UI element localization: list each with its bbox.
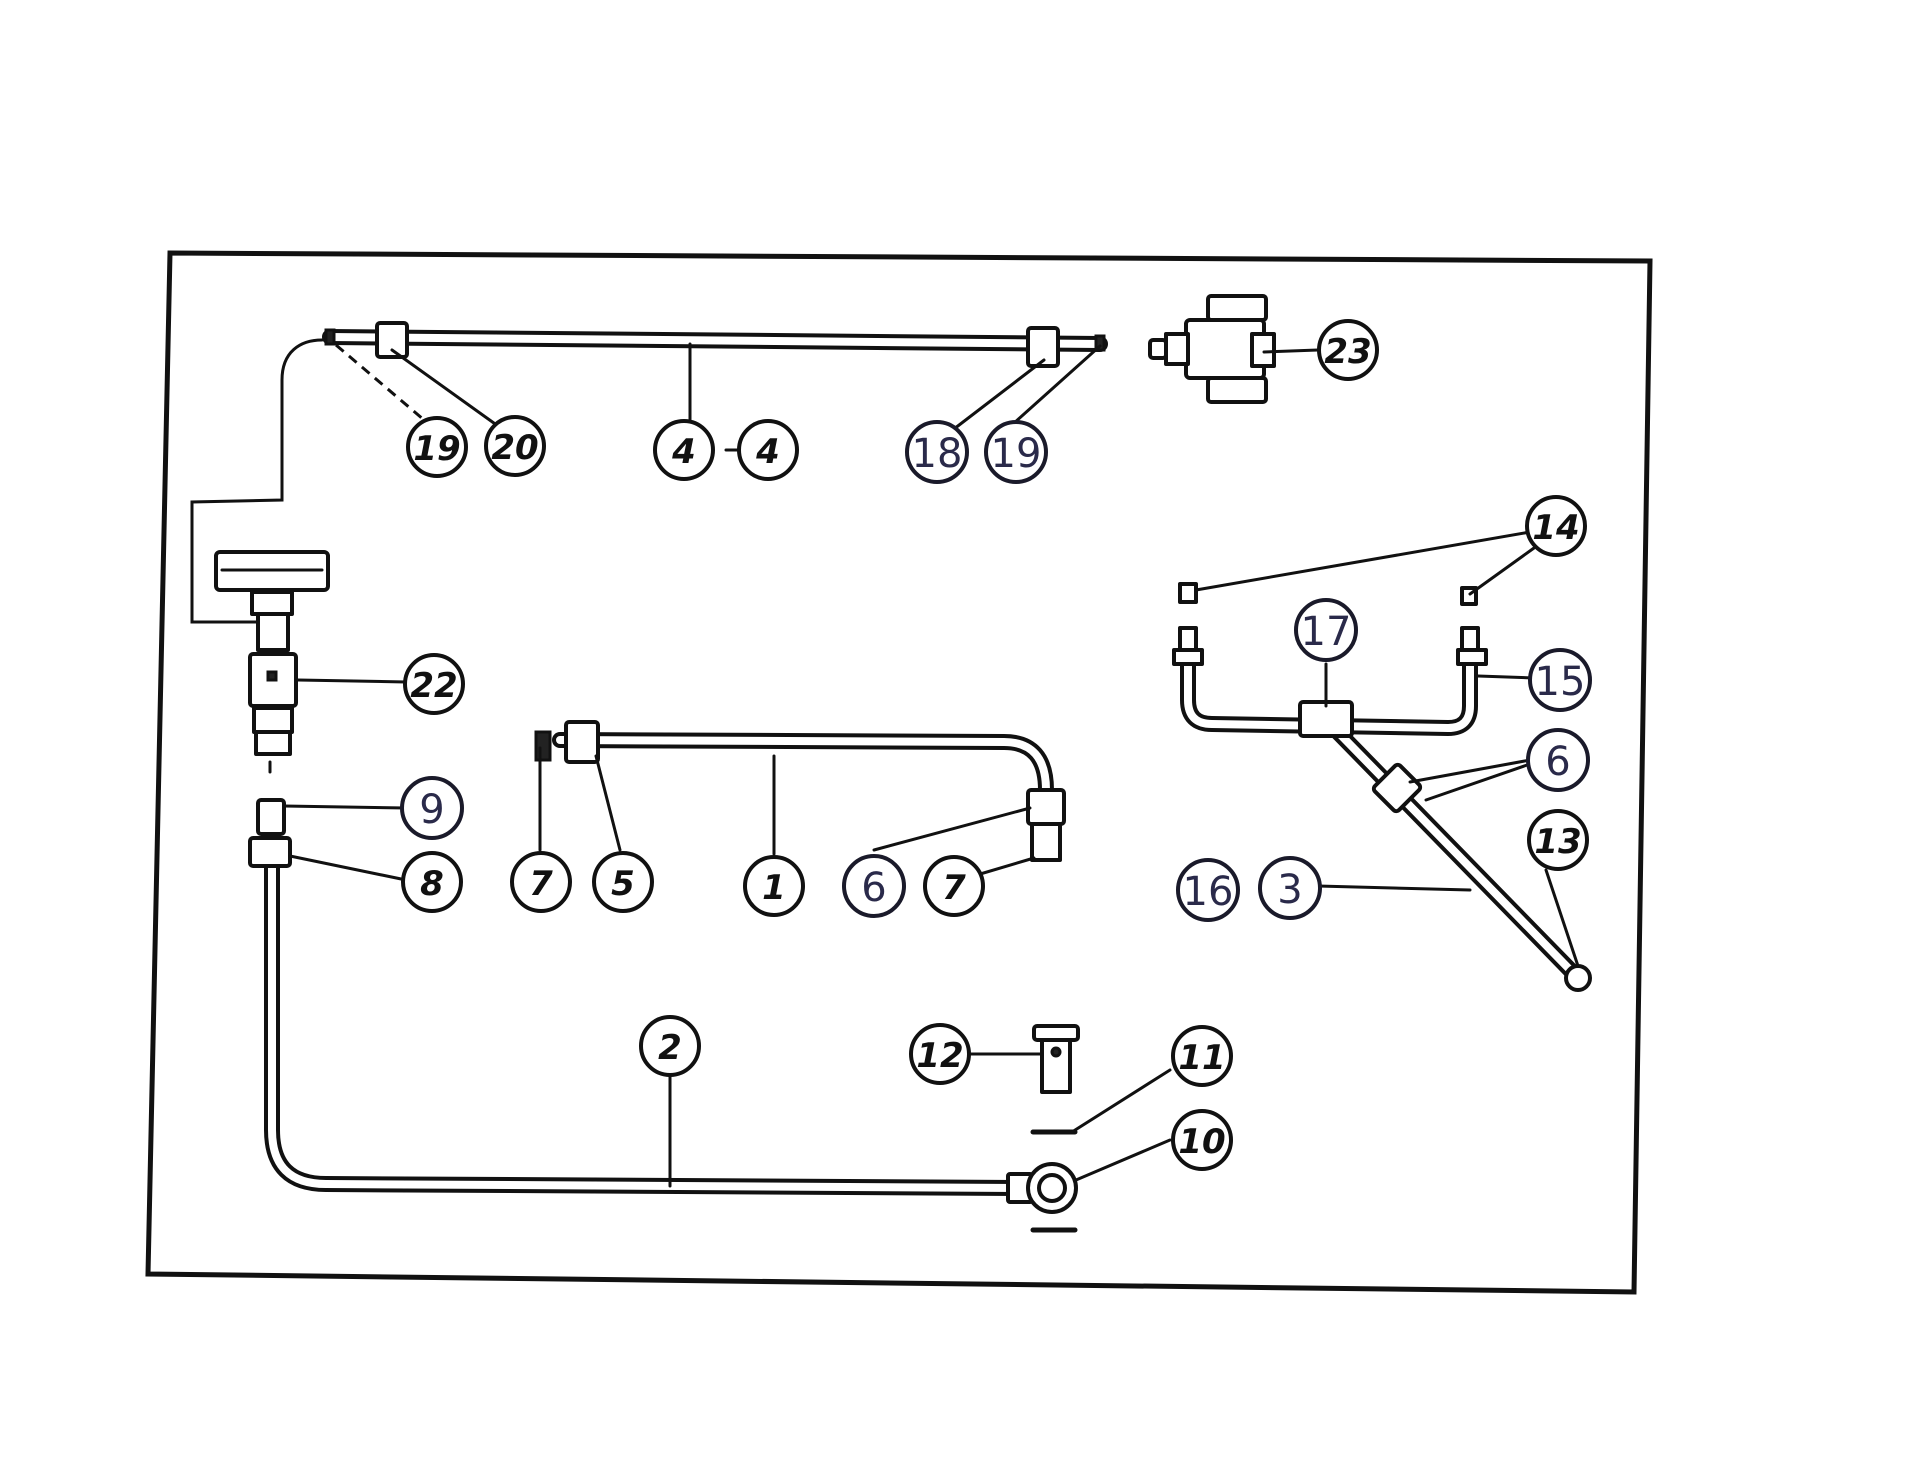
callout-19-left: 19 <box>406 416 468 478</box>
fitting-12 <box>1032 1024 1080 1094</box>
svg-text:12: 12 <box>916 1036 963 1076</box>
callout-16: 16 <box>1176 858 1240 922</box>
gauge-wire <box>190 338 324 624</box>
svg-text:7: 7 <box>529 864 553 904</box>
svg-text:5: 5 <box>611 864 635 904</box>
valve-assembly <box>214 550 330 774</box>
callout-8: 8 <box>401 851 463 913</box>
callout-5: 5 <box>592 851 654 913</box>
svg-text:18: 18 <box>912 431 963 477</box>
callout-1: 1 <box>743 855 805 917</box>
callout-9: 9 <box>400 776 464 840</box>
svg-text:20: 20 <box>491 428 538 468</box>
callout-19-right: 19 <box>984 420 1048 484</box>
lower-pipe-assembly <box>248 798 1078 1233</box>
svg-text:23: 23 <box>1324 332 1371 372</box>
svg-text:6: 6 <box>861 865 886 911</box>
svg-text:6: 6 <box>1545 739 1570 785</box>
svg-text:2: 2 <box>658 1028 682 1068</box>
callout-13: 13 <box>1527 809 1589 871</box>
svg-text:17: 17 <box>1301 609 1352 655</box>
callout-4-left: 4 <box>653 419 715 481</box>
callout-7-right: 7 <box>923 855 985 917</box>
callout-15: 15 <box>1528 648 1592 712</box>
svg-text:11: 11 <box>1178 1038 1225 1078</box>
svg-text:4: 4 <box>755 432 780 472</box>
svg-text:1: 1 <box>762 868 786 908</box>
svg-text:13: 13 <box>1534 822 1581 862</box>
callout-22: 22 <box>403 653 465 715</box>
svg-text:8: 8 <box>420 864 444 904</box>
svg-text:7: 7 <box>942 868 966 908</box>
callout-6-middle: 6 <box>842 854 906 918</box>
callout-4-right: 4 <box>737 419 799 481</box>
callout-2: 2 <box>639 1015 701 1077</box>
callout-18: 18 <box>905 420 969 484</box>
svg-text:4: 4 <box>671 432 696 472</box>
valve-23 <box>1148 294 1276 404</box>
svg-text:15: 15 <box>1535 659 1586 705</box>
callout-10: 10 <box>1171 1109 1233 1171</box>
middle-pipe-assembly <box>534 720 1066 862</box>
svg-text:9: 9 <box>419 787 444 833</box>
svg-text:3: 3 <box>1277 867 1302 913</box>
callout-20: 20 <box>484 415 546 477</box>
svg-text:14: 14 <box>1532 508 1579 548</box>
diagram-frame <box>145 250 1653 1295</box>
svg-text:10: 10 <box>1178 1122 1225 1162</box>
leader-lines <box>282 342 1580 1188</box>
svg-text:16: 16 <box>1183 869 1234 915</box>
callout-12: 12 <box>909 1023 971 1085</box>
right-pipe-assembly <box>1172 582 1592 992</box>
callout-23: 23 <box>1317 319 1379 381</box>
callout-7-left: 7 <box>510 851 572 913</box>
callout-6-right: 6 <box>1526 728 1590 792</box>
svg-text:19: 19 <box>413 429 460 469</box>
callout-17: 17 <box>1294 598 1358 662</box>
svg-text:19: 19 <box>991 431 1042 477</box>
callout-11: 11 <box>1171 1025 1233 1087</box>
callout-14: 14 <box>1525 495 1587 557</box>
upper-pipe-assembly <box>322 321 1108 368</box>
callout-3: 3 <box>1258 856 1322 920</box>
svg-text:22: 22 <box>410 666 457 706</box>
